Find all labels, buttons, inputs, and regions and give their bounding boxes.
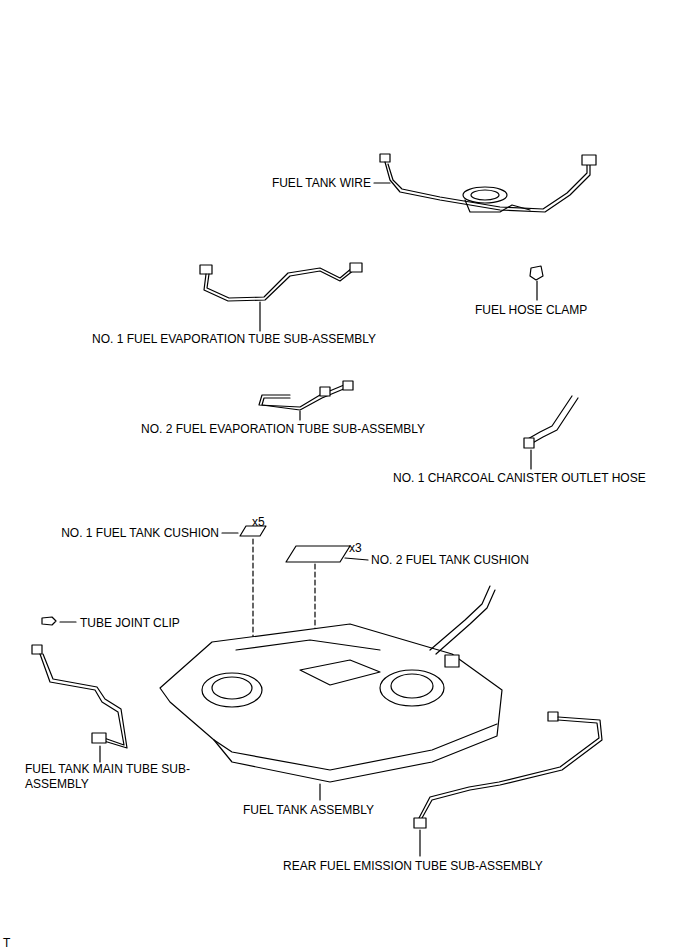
part-label: NO. 2 FUEL TANK CUSHION: [371, 553, 529, 568]
leader-line: [536, 281, 537, 300]
tube-joint-clip: [42, 617, 56, 625]
canister-outlet-hose: [524, 396, 578, 448]
fuel-tank-main-tube: [32, 645, 127, 748]
part-label: NO. 2 FUEL EVAPORATION TUBE SUB-ASSEMBLY: [141, 422, 425, 437]
leader-line: [299, 411, 300, 420]
leader-line: [319, 784, 320, 800]
fuel-tank-wire: [380, 154, 596, 212]
part-label: FUEL HOSE CLAMP: [475, 303, 587, 318]
dashed-line: [252, 539, 253, 650]
part-label: FUEL TANK WIRE: [272, 176, 371, 191]
part-label: NO. 1 CHARCOAL CANISTER OUTLET HOSE: [393, 471, 646, 486]
figure-code: T: [3, 936, 10, 951]
part-label: NO. 1 FUEL EVAPORATION TUBE SUB-ASSEMBLY: [92, 332, 376, 347]
evaporation-tube-1: [200, 263, 362, 301]
part-label: REAR FUEL EMISSION TUBE SUB-ASSEMBLY: [283, 859, 543, 874]
leader-line: [222, 532, 238, 533]
part-label: FUEL TANK MAIN TUBE SUB-ASSEMBLY: [25, 762, 190, 792]
leader-line: [374, 182, 390, 183]
quantity-label: x5: [252, 515, 265, 530]
hose-clamp: [530, 266, 543, 280]
evaporation-tube-2: [259, 381, 353, 410]
part-label: TUBE JOINT CLIP: [80, 616, 180, 631]
part-label: FUEL TANK ASSEMBLY: [243, 803, 374, 818]
leader-line: [99, 746, 100, 762]
leader-line: [60, 621, 76, 622]
part-label: NO. 1 FUEL TANK CUSHION: [61, 526, 219, 541]
leader-line: [530, 450, 531, 469]
leader-line: [259, 302, 260, 331]
leader-line: [419, 830, 420, 856]
rear-emission-tube: [414, 712, 602, 828]
leader-line: [345, 558, 368, 560]
fuel-tank: [160, 586, 502, 782]
quantity-label: x3: [349, 541, 362, 556]
tank-cushion-2: [286, 546, 350, 562]
